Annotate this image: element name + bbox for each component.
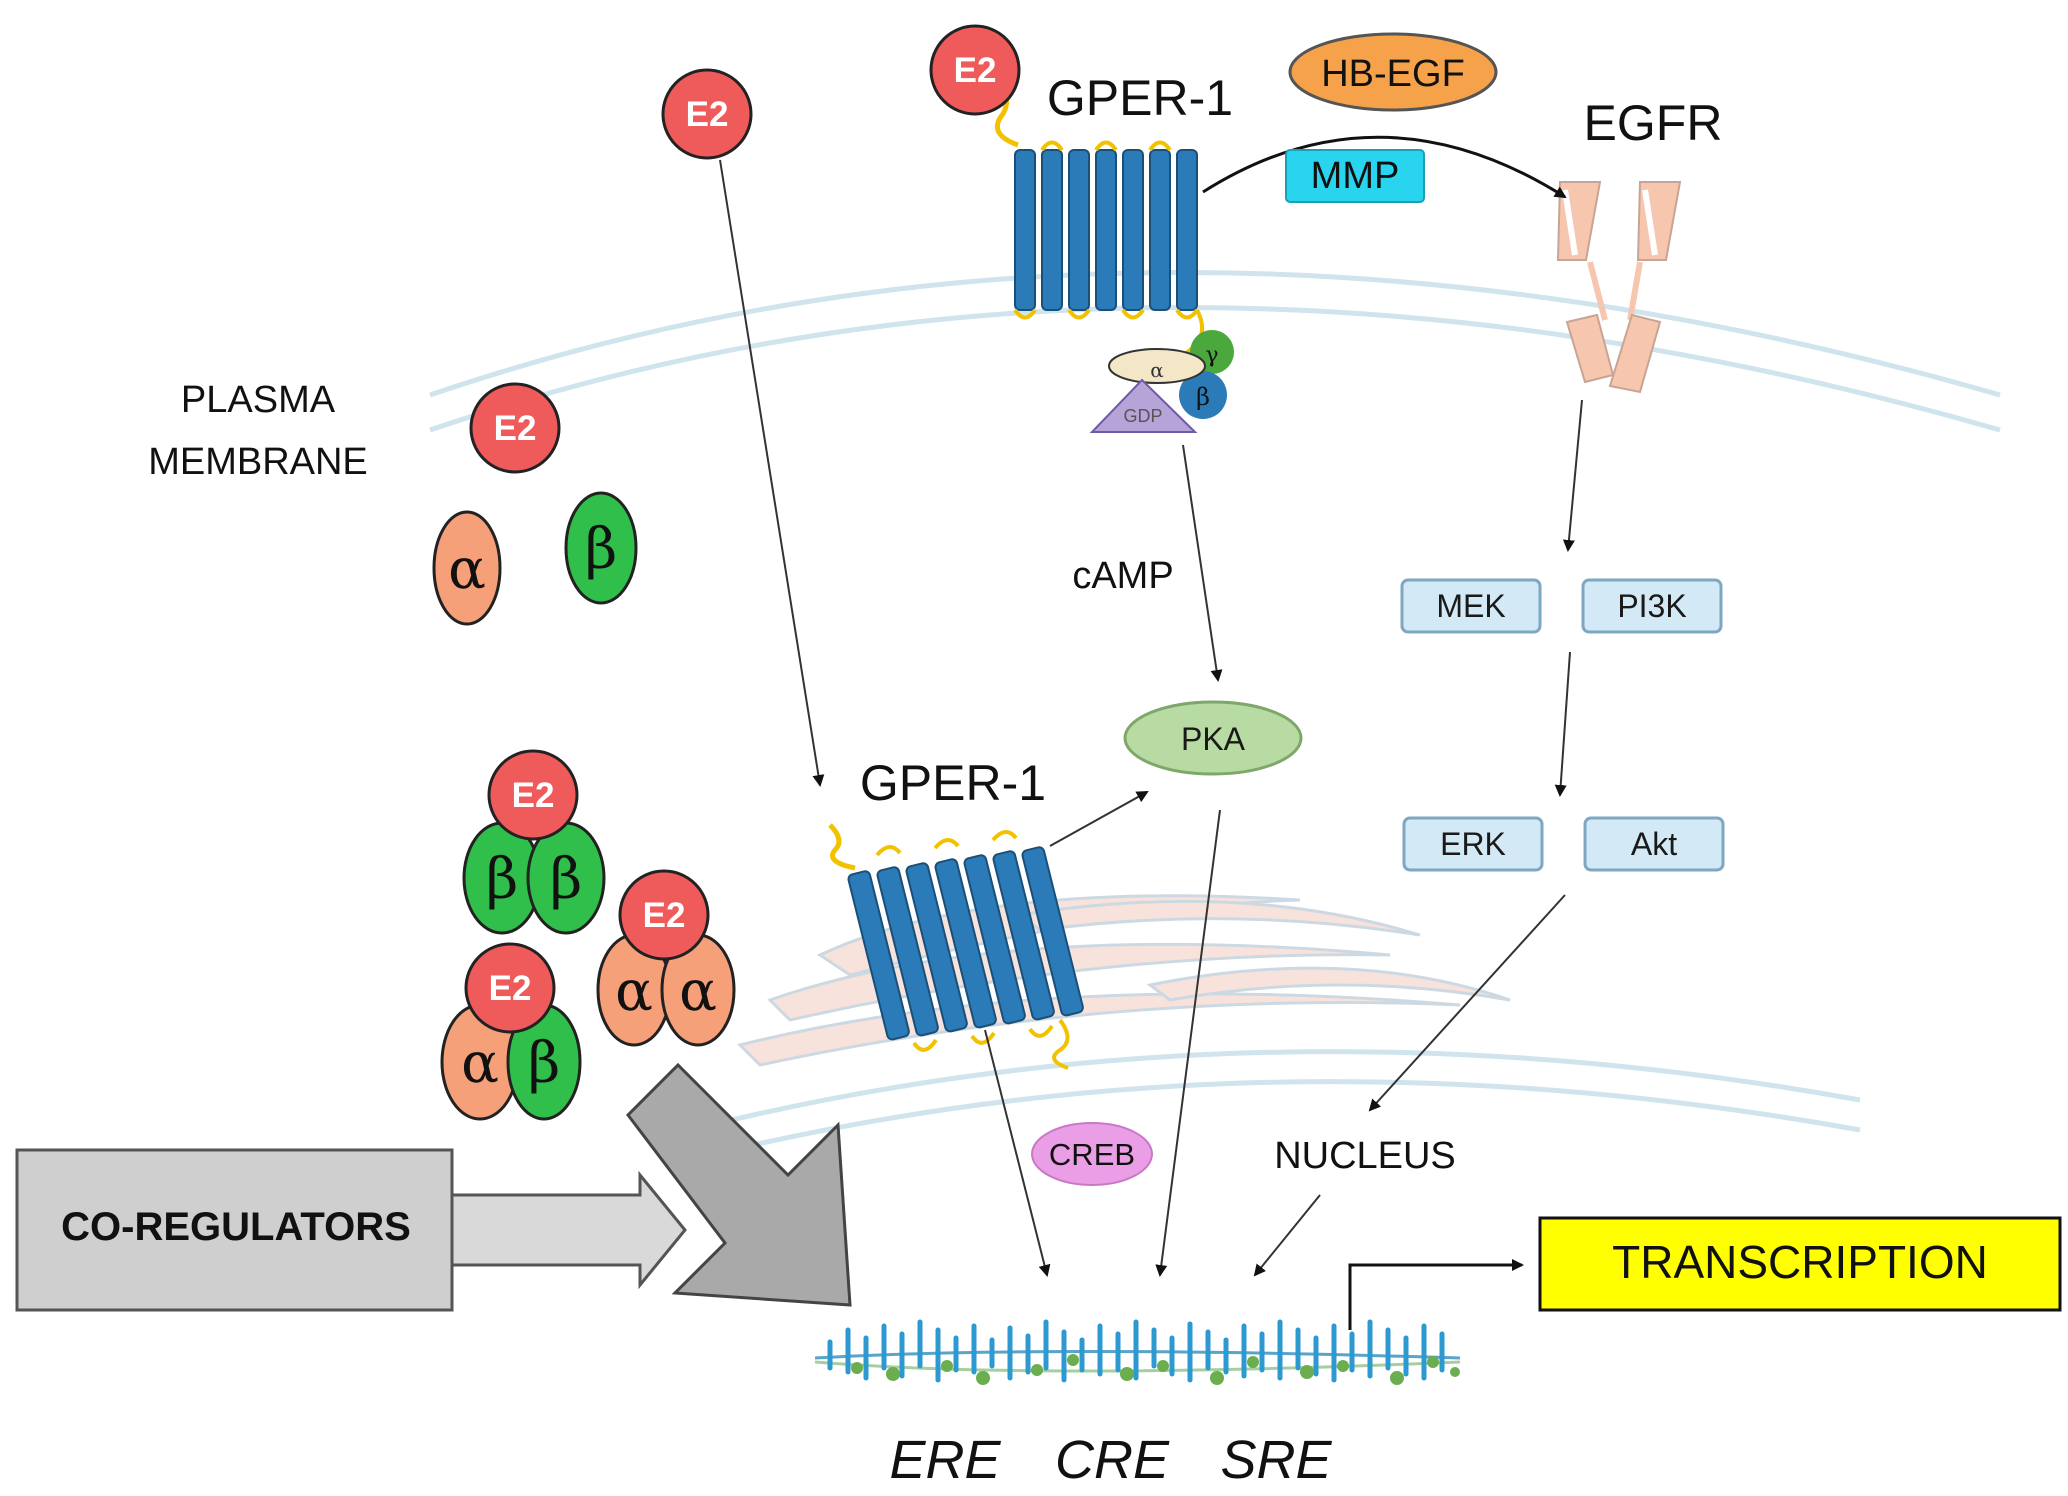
arrow-mek-to-erk (1554, 651, 1571, 797)
g-alpha-label: α (1150, 358, 1164, 382)
g-beta-subunit (1179, 371, 1227, 419)
nuclear-membrane (689, 1049, 1861, 1163)
nucleus-label: NUCLEUS (1274, 1135, 1456, 1177)
arrow-gprotein-to-pka (1182, 444, 1223, 682)
egfr-receptor[interactable] (1556, 181, 1682, 394)
e2-label: E2 (489, 969, 532, 1008)
gper1-loops (1013, 140, 1205, 374)
arrow-nucleus-to-dna (1253, 1194, 1321, 1277)
er-alpha-beta-dimer[interactable]: α β E2 (440, 942, 582, 1121)
gper1-helices (1014, 149, 1198, 311)
hb-egf-ligand[interactable]: HB-EGF (1288, 32, 1498, 112)
arrow-e2-to-er-gper (719, 159, 825, 787)
er-alpha-label: α (679, 959, 717, 1024)
big-dimer-arrow (626, 1062, 852, 1307)
g-gamma-label: γ (1205, 343, 1218, 368)
er-alpha-label: α (448, 537, 486, 602)
er-alpha-alpha-dimer[interactable]: α α E2 (596, 869, 736, 1047)
gdp-label: GDP (1123, 406, 1162, 426)
arrow-egfr-to-mek (1562, 399, 1583, 552)
transcription-label: TRANSCRIPTION (1612, 1236, 1988, 1288)
arrow-er-gper-to-dna (984, 1029, 1051, 1277)
e2-ligand-gper-bound[interactable]: E2 (929, 24, 1021, 116)
pi3k-kinase[interactable]: PI3K (1581, 578, 1723, 634)
e2-ligand-cytoplasm[interactable]: E2 (469, 382, 561, 474)
erk-label: ERK (1440, 826, 1506, 862)
camp-label: cAMP (1072, 555, 1173, 597)
erk-kinase[interactable]: ERK (1402, 816, 1544, 872)
arrow-er-gper-to-pka (1049, 791, 1149, 847)
mmp-box[interactable]: MMP (1285, 149, 1425, 203)
e2-ligand-top[interactable]: E2 (661, 68, 753, 160)
gper1-er-receptor[interactable] (828, 823, 1084, 1070)
plasma-membrane-label-line2: MEMBRANE (148, 441, 368, 483)
er-alpha-label: α (461, 1031, 499, 1096)
mek-label: MEK (1436, 588, 1505, 624)
e2-label: E2 (954, 51, 997, 90)
hb-egf-label: HB-EGF (1321, 53, 1465, 95)
coregulators-box: CO-REGULATORS (15, 1148, 687, 1312)
akt-kinase[interactable]: Akt (1583, 816, 1725, 872)
pi3k-label: PI3K (1617, 588, 1686, 624)
coregulators-label: CO-REGULATORS (61, 1205, 411, 1249)
arrows (719, 159, 1583, 1277)
er-alpha-label: α (615, 959, 653, 1024)
pka-label: PKA (1181, 721, 1246, 757)
er-beta-monomer[interactable]: β (564, 491, 638, 605)
gper1-er-n-terminal-tail (828, 823, 856, 871)
endoplasmic-reticulum (737, 894, 1511, 1067)
arrow-pka-to-dna (1155, 809, 1221, 1277)
arrow-gper-to-egfr (1202, 135, 1567, 199)
plasma-membrane-label-line1: PLASMA (181, 379, 336, 421)
gper1-er-loops (875, 830, 1070, 1070)
er-beta-beta-dimer[interactable]: β β E2 (462, 749, 606, 935)
mmp-label: MMP (1311, 155, 1400, 197)
gdp-triangle (1089, 378, 1198, 433)
e2-label: E2 (643, 896, 686, 935)
gper1-er-label: GPER-1 (860, 755, 1046, 811)
gper1-membrane-receptor[interactable] (993, 78, 1205, 374)
e2-label: E2 (494, 409, 537, 448)
pka-kinase[interactable]: PKA (1123, 700, 1303, 776)
er-beta-label: β (585, 517, 617, 582)
dna-strand (814, 1319, 1461, 1385)
mek-kinase[interactable]: MEK (1400, 578, 1542, 634)
er-alpha-monomer[interactable]: α (432, 510, 502, 626)
cre-label: CRE (1055, 1430, 1170, 1490)
e2-label: E2 (512, 776, 555, 815)
g-alpha-subunit (1108, 348, 1206, 384)
g-beta-label: β (1196, 383, 1210, 411)
sre-label: SRE (1220, 1430, 1332, 1490)
g-protein-complex: α γ β GDP (1089, 330, 1234, 433)
ere-label: ERE (889, 1430, 1001, 1490)
gper1-er-helices (847, 846, 1084, 1041)
er-beta-label: β (528, 1031, 560, 1096)
er-beta-label: β (486, 847, 518, 912)
arrow-to-transcription (1348, 1259, 1524, 1330)
er-beta-label: β (550, 847, 582, 912)
akt-label: Akt (1631, 826, 1677, 862)
gper1-membrane-label: GPER-1 (1047, 70, 1233, 126)
egfr-label: EGFR (1584, 95, 1723, 151)
e2-label: E2 (686, 95, 729, 134)
creb-factor[interactable]: CREB (1031, 1122, 1153, 1186)
arrow-erk-to-nucleus (1368, 894, 1566, 1112)
creb-label: CREB (1049, 1137, 1135, 1172)
transcription-box: TRANSCRIPTION (1538, 1216, 2062, 1312)
